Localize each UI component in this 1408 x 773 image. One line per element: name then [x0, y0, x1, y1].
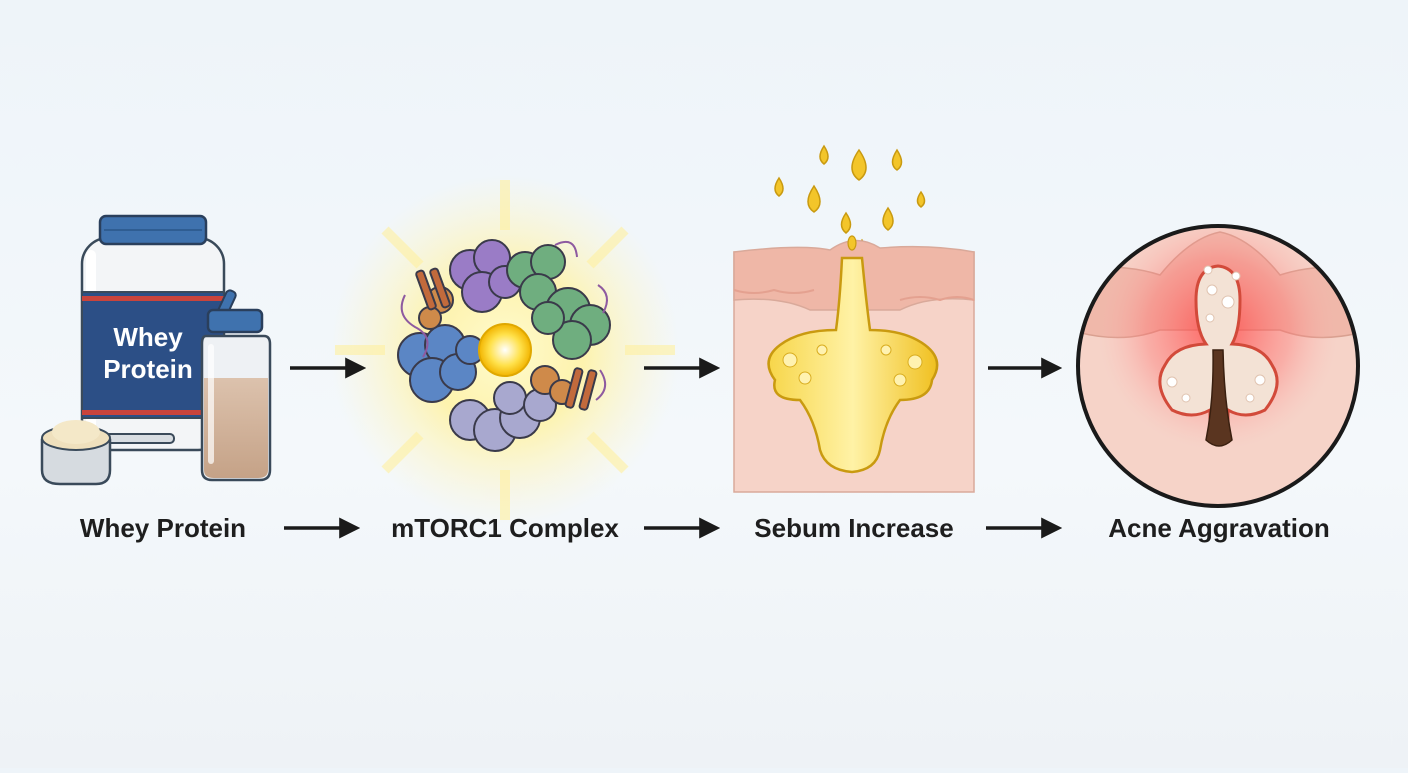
step-label-whey-protein: Whey Protein	[79, 513, 247, 543]
jar-label-line1: Whey	[113, 322, 183, 352]
inflamed-pore-icon	[1076, 224, 1360, 508]
mtorc1-complex-icon	[330, 175, 680, 525]
step-label-sebum-increase: Sebum Increase	[754, 513, 954, 543]
whey-protein-jar-icon: Whey Protein	[40, 214, 272, 486]
step-label-mtorc1-complex: mTORC1 Complex	[391, 513, 619, 543]
step-label-acne-aggravation: Acne Aggravation	[1108, 513, 1330, 543]
sebum-gland-icon	[733, 144, 975, 493]
jar-label-line2: Protein	[103, 354, 193, 384]
